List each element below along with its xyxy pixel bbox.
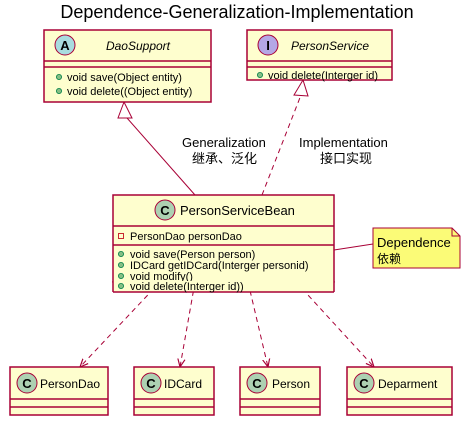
class-badge-letter: C	[160, 203, 170, 218]
abstract-badge-icon	[54, 34, 76, 56]
dependency-arrow-deparment	[295, 281, 374, 367]
class-name-daosupport: DaoSupport	[106, 39, 171, 53]
public-method-icon	[256, 72, 263, 79]
public-method-icon	[118, 250, 125, 257]
class-name-person: Person	[272, 377, 310, 391]
public-method-icon	[56, 74, 63, 81]
class-badge-letter: C	[22, 376, 32, 391]
class-name-personservice: PersonService	[291, 39, 369, 53]
class-badge-icon	[16, 372, 38, 394]
interface-badge-icon	[257, 34, 279, 56]
note-text-line2: 依赖	[377, 251, 401, 266]
class-badge-letter: C	[146, 376, 156, 391]
dependency-arrow-person	[247, 281, 268, 367]
method-modify: void modify()	[130, 271, 193, 283]
interface-personservice[interactable]: I PersonService void delete(Interger id)	[246, 29, 393, 82]
implementation-arrowhead	[293, 78, 309, 97]
method-delete: void delete((Object entity)	[67, 86, 192, 98]
generalization-label: Generalization	[182, 135, 266, 150]
generalization-line	[126, 117, 196, 196]
class-personservicebean-extra: void delete(Interger id))	[112, 281, 335, 293]
class-person[interactable]: C Person	[239, 366, 321, 416]
note-body	[372, 227, 461, 269]
class-badge-letter: C	[359, 376, 369, 391]
note-fold	[451, 228, 460, 237]
method-save: void save(Person person)	[130, 249, 255, 261]
generalization-label-cn: 继承、泛化	[192, 151, 257, 166]
class-personservicebean[interactable]: C PersonServiceBean PersonDao personDao …	[112, 194, 335, 283]
private-field-icon	[118, 233, 124, 239]
dependency-arrow-idcard	[180, 281, 196, 367]
diagram-title: Dependence-Generalization-Implementation	[60, 2, 413, 22]
class-idcard[interactable]: C IDCard	[133, 366, 215, 416]
class-badge-icon	[353, 372, 375, 394]
note-text-line1: Dependence	[377, 235, 451, 250]
implementation-line	[261, 94, 302, 196]
method-delete: void delete(Interger id))	[130, 281, 244, 293]
class-name-persondao: PersonDao	[40, 377, 100, 391]
class-daosupport[interactable]: A DaoSupport void save(Object entity) vo…	[43, 29, 212, 103]
class-name-deparment: Deparment	[378, 377, 438, 391]
note-dependence[interactable]: Dependence 依赖	[333, 227, 461, 269]
method-getidcard: IDCard getIDCard(Interger personid)	[130, 260, 309, 272]
note-connector	[333, 243, 374, 251]
abstract-badge-letter: A	[60, 38, 70, 53]
implementation-label: Implementation	[299, 135, 388, 150]
class-name-idcard: IDCard	[164, 377, 202, 391]
dependency-arrow-persondao	[80, 281, 161, 367]
class-badge-icon	[154, 199, 176, 221]
method-delete: void delete(Interger id)	[268, 70, 378, 82]
public-method-icon	[118, 282, 125, 289]
class-persondao[interactable]: C PersonDao	[9, 366, 109, 416]
implementation-label-cn: 接口实现	[320, 151, 372, 166]
field-persondao: PersonDao personDao	[130, 231, 242, 243]
public-method-icon	[56, 88, 63, 95]
generalization-arrowhead	[117, 100, 133, 119]
method-save: void save(Object entity)	[67, 72, 182, 84]
class-name-personservicebean: PersonServiceBean	[180, 203, 295, 218]
class-badge-letter: C	[252, 376, 262, 391]
interface-badge-letter: I	[266, 38, 270, 53]
public-method-icon	[118, 272, 125, 279]
class-deparment[interactable]: C Deparment	[346, 366, 453, 416]
class-badge-icon	[246, 372, 268, 394]
class-badge-icon	[140, 372, 162, 394]
public-method-icon	[118, 261, 125, 268]
